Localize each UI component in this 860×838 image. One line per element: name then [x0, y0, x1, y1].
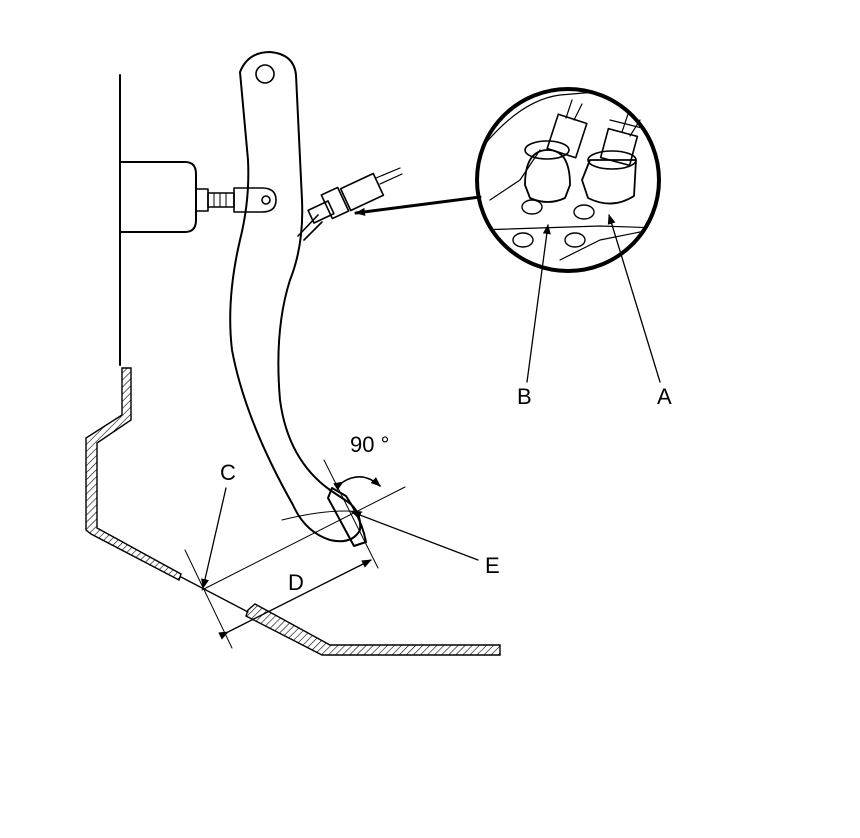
switch-b [524, 99, 588, 203]
label-c: C [220, 460, 236, 485]
angle-arc [333, 476, 381, 491]
label-b: B [517, 384, 532, 409]
pad-arc [281, 510, 363, 521]
switch-a [581, 113, 641, 205]
dimension-d-line [218, 559, 372, 640]
detail-view [475, 87, 661, 273]
brake-pedal-position-switch [297, 167, 403, 241]
pedal-pad [327, 487, 367, 547]
floor-panel-lower [245, 603, 501, 656]
leader-line-b [526, 224, 551, 383]
label-e: E [485, 553, 500, 578]
label-angle: 90 ° [350, 432, 389, 457]
floor-panel [85, 367, 182, 582]
perpendicular-line-e [323, 459, 379, 569]
label-d: D [288, 570, 304, 595]
leader-line-c [201, 487, 227, 589]
floor-gap-line [180, 576, 249, 613]
pushrod [195, 187, 277, 213]
leader-line-a [607, 214, 661, 383]
booster-body [119, 161, 197, 233]
leader-line-e [351, 511, 479, 561]
pedal-pivot-hole [255, 64, 275, 84]
brake-pedal-arm [229, 51, 362, 543]
label-a: A [657, 384, 672, 409]
detail-pointer-arrow [354, 195, 482, 216]
